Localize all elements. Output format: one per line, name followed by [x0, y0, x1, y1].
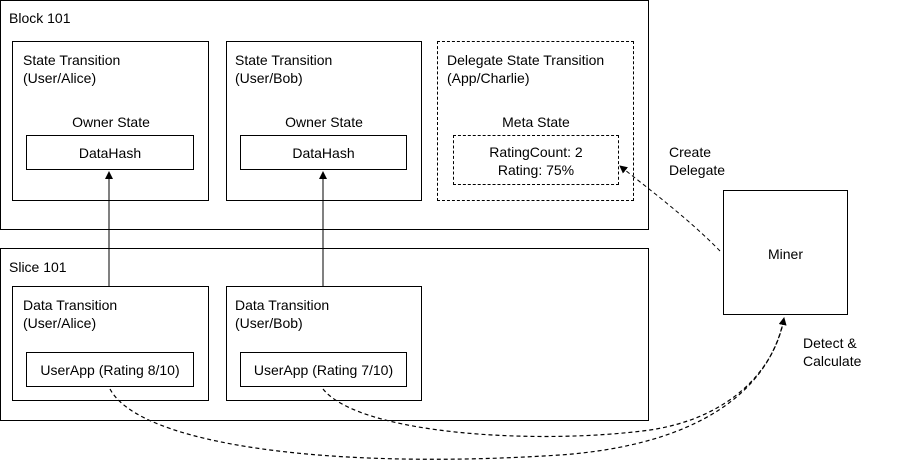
bob-userapp: UserApp (Rating 7/10)	[253, 362, 394, 378]
meta-state-box	[453, 135, 619, 185]
meta-state-label: Meta State	[502, 114, 570, 130]
alice-owner-state-label: Owner State	[72, 114, 150, 130]
bob-data-subtitle: (User/Bob)	[235, 315, 303, 331]
charlie-state-title: Delegate State Transition	[447, 52, 605, 68]
block-title: Block 101	[9, 10, 71, 26]
alice-datahash-box	[26, 135, 194, 170]
detect-label-2: Calculate	[803, 353, 862, 369]
bob-state-title: State Transition	[235, 52, 333, 68]
slice-title: Slice 101	[9, 259, 67, 275]
alice-userapp: UserApp (Rating 8/10)	[40, 362, 180, 378]
bob-state-subtitle: (User/Bob)	[235, 70, 303, 86]
miner-label: Miner	[767, 246, 803, 262]
charlie-state-subtitle: (App/Charlie)	[447, 70, 530, 86]
detect-label-1: Detect &	[803, 335, 857, 351]
create-delegate-label-1: Create	[669, 144, 712, 160]
alice-data-subtitle: (User/Alice)	[23, 315, 97, 331]
alice-datahash: DataHash	[78, 145, 142, 161]
bob-datahash-box	[240, 135, 407, 170]
bob-data-title: Data Transition	[235, 297, 330, 313]
miner-box	[723, 190, 848, 315]
rating-count: RatingCount: 2	[489, 144, 583, 160]
alice-state-title: State Transition	[23, 52, 121, 68]
bob-owner-state-label: Owner State	[285, 114, 363, 130]
bob-datahash: DataHash	[292, 145, 355, 161]
alice-state-subtitle: (User/Alice)	[23, 70, 97, 86]
alice-data-title: Data Transition	[23, 297, 118, 313]
create-delegate-label-2: Delegate	[669, 162, 726, 178]
rating: Rating: 75%	[497, 162, 575, 178]
